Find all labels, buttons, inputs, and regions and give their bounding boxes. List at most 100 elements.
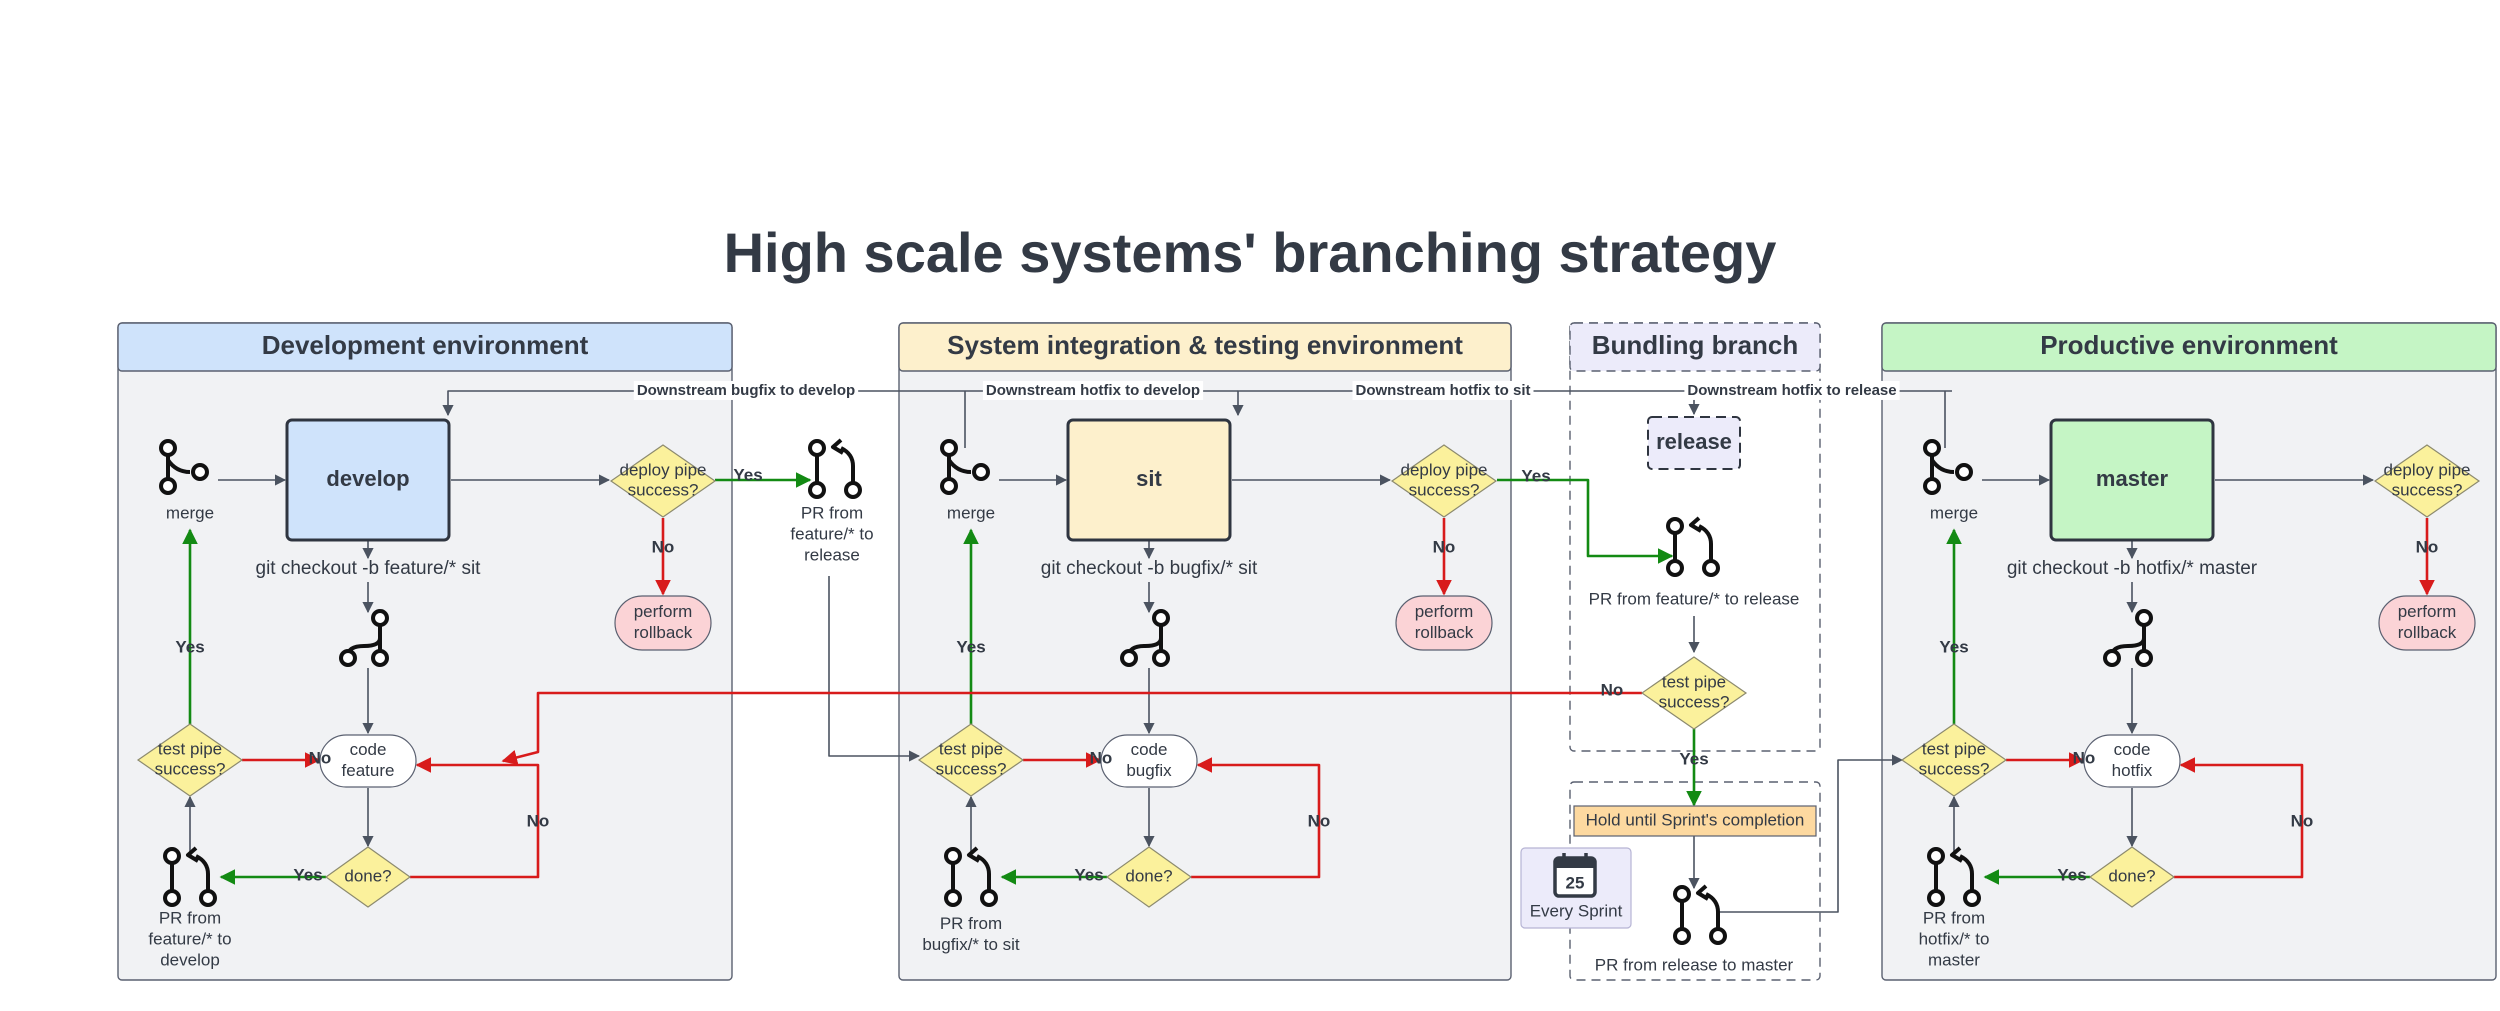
prod-label-no: No (2073, 748, 2096, 767)
sit-branch-box: sit (1066, 418, 1232, 542)
git-node (1923, 439, 1941, 457)
prod-pr-label: PR from (1923, 908, 1985, 927)
pr-icon-path (1698, 524, 1713, 564)
sit-label-no: No (1090, 748, 1113, 767)
downstream-bugfix-develop-label: Downstream bugfix to develop (637, 382, 855, 399)
release-branch-box: release (1647, 416, 1741, 470)
panel-development: Development environment (117, 322, 733, 981)
decision-label: test pipe (1922, 739, 1986, 758)
git-node (940, 439, 958, 457)
prod-label-yes: Yes (2057, 865, 2086, 884)
sit-label-yes: Yes (956, 637, 985, 656)
panel-header (1569, 322, 1821, 372)
git-node (191, 463, 209, 481)
decision-diamond-shape (136, 723, 244, 797)
decision-label: done? (2108, 866, 2155, 885)
pill-shape (2378, 595, 2476, 651)
pill-shape (319, 734, 417, 788)
git-node (2135, 609, 2153, 627)
label-no: No (1601, 680, 1624, 699)
pill-label: feature (342, 761, 395, 780)
decision-label: success? (1409, 480, 1480, 499)
git-node (1152, 649, 1170, 667)
git-node (1955, 463, 1973, 481)
git-node (1666, 517, 1684, 535)
git-node (2135, 649, 2153, 667)
git-node (1673, 927, 1691, 945)
decision-label: test pipe (158, 739, 222, 758)
pill-label: rollback (2398, 623, 2457, 642)
panel-sit: System integration & testing environment (898, 322, 1512, 981)
pill-shape (2083, 734, 2181, 788)
git-node (2103, 649, 2121, 667)
edge-sit-deploy-pr-release (1497, 478, 1674, 564)
calendar-label: Every Sprint (1530, 901, 1623, 920)
git-node (163, 889, 181, 907)
prod-edge-done-code (2174, 757, 2304, 879)
sit-pr-icon (944, 846, 998, 907)
panel-header (1881, 322, 2497, 372)
prod-branch-box: master (2049, 418, 2215, 542)
pr-icon-arrowhead (831, 438, 845, 455)
prod-label-no: No (2291, 811, 2314, 830)
decision-label: success? (936, 759, 1007, 778)
label-background (1684, 380, 1900, 400)
label-background (982, 380, 1204, 400)
prod-pr-icon (1927, 846, 1981, 907)
branch-name: sit (1136, 466, 1162, 491)
git-node (159, 439, 177, 457)
decision-label: success? (1919, 759, 1990, 778)
hold-label: Hold until Sprint's completion (1586, 810, 1805, 829)
pr-icon-arrowhead (1950, 846, 1964, 863)
decision-diamond-shape (324, 846, 412, 908)
prod-pr-label: master (1928, 950, 1980, 969)
git-node (844, 481, 862, 499)
pill-label: perform (634, 602, 693, 621)
panel-header-title: System integration & testing environment (947, 330, 1463, 360)
calendar-icon-top (1555, 858, 1595, 868)
pill-label: code (350, 740, 387, 759)
label-background (633, 380, 859, 400)
decision-label: test pipe (1662, 672, 1726, 691)
pill-label: code (2114, 740, 2151, 759)
panel-productive: Productive environment (1881, 322, 2497, 981)
decision-diamond-shape (1390, 444, 1498, 518)
prod-checkout-command: git checkout -b hotfix/* master (2007, 558, 2258, 579)
edge-bundle-test-dev-code (501, 691, 1642, 766)
decision-label: deploy pipe (2384, 460, 2471, 479)
panel-header-title: Productive environment (2040, 330, 2338, 360)
git-node (1120, 649, 1138, 667)
downstream-hotfix-sit-label: Downstream hotfix to sit (1355, 382, 1530, 399)
sit-pr-label: bugfix/* to sit (922, 935, 1020, 954)
pr-feature-release-label: PR from (801, 503, 863, 522)
dev-pr-label: feature/* to (148, 929, 231, 948)
diagram-title: High scale systems' branching strategy (723, 221, 1777, 284)
dev-pr-label: PR from (159, 908, 221, 927)
pr-feature-release-label: feature/* to (790, 524, 873, 543)
prod-rollback: perform rollback (2378, 595, 2476, 651)
dev-label-yes: Yes (293, 865, 322, 884)
pill-shape (1395, 595, 1493, 651)
dev-checkout-command: git checkout -b feature/* sit (256, 558, 482, 579)
branch-box-shape (2049, 418, 2215, 542)
calendar-day: 25 (1566, 873, 1585, 892)
git-node (1702, 559, 1720, 577)
sit-done-decision: done? (1105, 846, 1193, 908)
pill-label: perform (2398, 602, 2457, 621)
pr-icon-path (1959, 854, 1974, 894)
git-node (972, 463, 990, 481)
git-node (371, 649, 389, 667)
pr-release-to-master-label: PR from release to master (1595, 955, 1794, 974)
git-node (199, 889, 217, 907)
dev-branch-box: develop (285, 418, 451, 542)
label-yes: Yes (1679, 749, 1708, 768)
git-node (371, 609, 389, 627)
decision-label: success? (628, 480, 699, 499)
git-node (980, 889, 998, 907)
pill-label: hotfix (2112, 761, 2153, 780)
pr-icon-path (840, 446, 855, 486)
panel-bundling: Bundling branch (1569, 322, 1821, 752)
